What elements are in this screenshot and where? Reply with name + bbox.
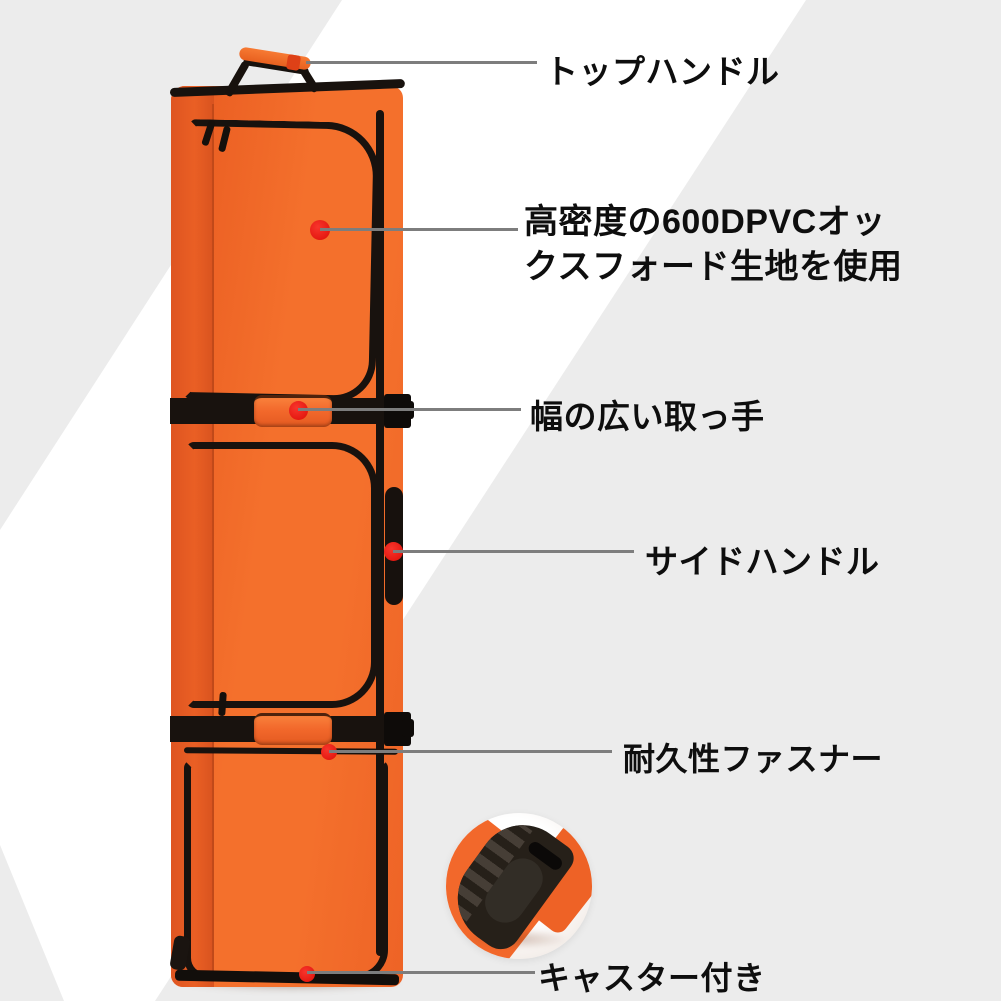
callout-label: 高密度の600DPVCオッ クスフォード生地を使用 <box>524 200 902 290</box>
pointer-line <box>298 408 521 411</box>
wheel-detail-inset <box>446 813 592 959</box>
callout-label: 幅の広い取っ手 <box>530 398 765 435</box>
bag-side-gusset <box>171 86 214 987</box>
top-handle-wrap-band <box>285 54 302 71</box>
callout-label: サイドハンドル <box>645 543 880 580</box>
bag-main-zipper <box>376 110 384 956</box>
bag-bottom-pocket-zipper-outline <box>184 760 388 980</box>
callout-label: トップハンドル <box>545 53 780 90</box>
callout-label-line1: 高密度の600DPVCオッ <box>524 203 886 241</box>
bag-middle-pocket-zipper-outline <box>186 442 378 708</box>
lower-grab-handle-pad <box>254 713 332 745</box>
pointer-line <box>307 971 535 974</box>
callout-label: 耐久性ファスナー <box>623 741 884 777</box>
callout-label: キャスター付き <box>538 960 766 996</box>
callout-label-line2: クスフォード生地を使用 <box>524 248 903 286</box>
pointer-line <box>329 750 612 753</box>
pointer-line <box>393 550 634 553</box>
lower-strap-tail <box>402 719 414 737</box>
bag-top-pocket-zipper-outline <box>183 119 381 403</box>
bag-seam-line <box>212 104 214 978</box>
pointer-line <box>320 228 518 231</box>
pointer-line <box>306 61 537 64</box>
marker-dot <box>299 966 315 982</box>
